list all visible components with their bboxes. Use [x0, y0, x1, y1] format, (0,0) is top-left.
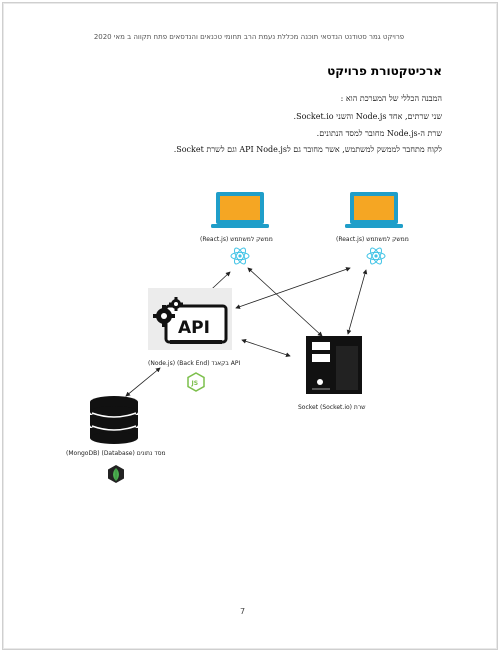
- page-header: פרויקט גמר סטודנט הנדסאי תוכנה מכללת נעמ…: [93, 33, 405, 41]
- database-icon: [90, 396, 138, 444]
- laptop-icon: [211, 192, 269, 228]
- paragraph-servers: שני שרתים, אחד Node.js והשני Socket.io.: [293, 112, 442, 121]
- paragraph-overview: המבנה הכללי של המערכת הוא :: [340, 94, 442, 103]
- mongodb-icon: [108, 465, 124, 483]
- client-left-label: ממשק למשתמש (React.js): [200, 236, 273, 243]
- nodejs-icon: JS: [187, 372, 205, 392]
- connection-arrows: [125, 267, 368, 397]
- react-icon: [366, 247, 386, 265]
- server-icon: [306, 336, 362, 394]
- section-title: ארכיטקטורת פרויקט: [327, 64, 442, 78]
- paragraph-database: שרת ה-Node.js מחובר למסד הנתונים.: [316, 129, 442, 138]
- api-label: API בקאנד (Back End) (Node.js): [148, 360, 241, 367]
- arrow-client-right-api: [235, 267, 351, 309]
- api-icon: API: [148, 288, 232, 350]
- client-right-label: ממשק למשתמש (React.js): [336, 236, 409, 243]
- page-number: 7: [240, 607, 246, 616]
- arrow-api-socket: [241, 338, 291, 358]
- gear-icon: [153, 305, 175, 327]
- paragraph-client: לקוח מתחבר לממשק למשתמש, אשר מחובר גם לA…: [173, 145, 442, 154]
- gear-icon: [169, 297, 183, 311]
- arrow-client-left-socket: [247, 267, 323, 337]
- react-icon: [230, 247, 250, 265]
- socket-label: שרת Socket (Socket.io): [298, 404, 366, 411]
- api-text: API: [178, 318, 210, 338]
- arrow-api-db: [125, 367, 161, 397]
- arrow-client-right-socket: [346, 269, 368, 335]
- database-label: מסד נתונים (Database) (MongoDB): [66, 450, 166, 457]
- svg-text:JS: JS: [191, 380, 199, 387]
- laptop-icon: [345, 192, 403, 228]
